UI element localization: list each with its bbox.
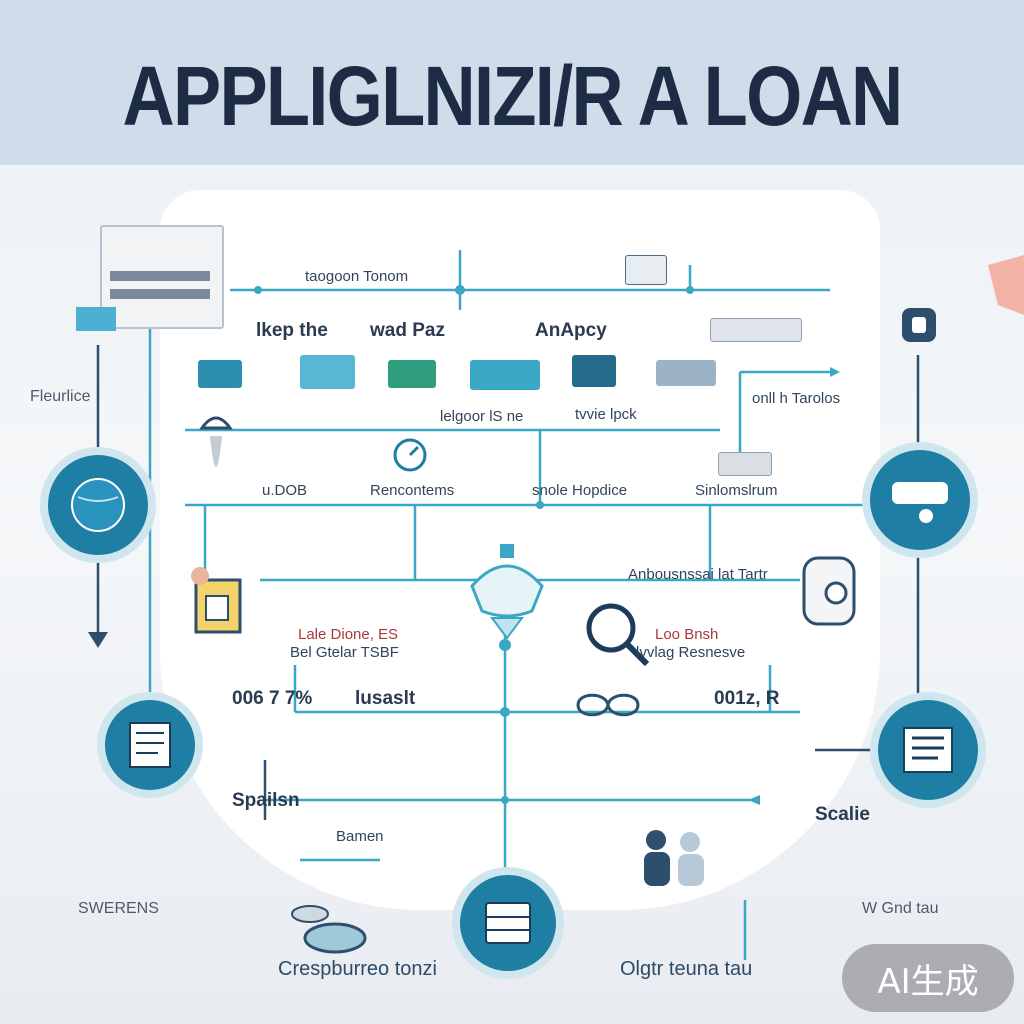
label-row-a: 006 7 7%	[232, 688, 313, 709]
chart-thumbnail	[470, 360, 540, 390]
connectors-dark	[96, 345, 920, 820]
label-row-b: lusaslt	[355, 688, 416, 709]
coral-shape	[988, 255, 1024, 315]
chart-thumbnail	[625, 255, 667, 285]
label-sp-a: Spailsn	[232, 790, 300, 811]
label-lower-b: Bel Gtelar TSBF	[290, 644, 399, 661]
label-bottom-right: Olgtr teuna tau	[620, 958, 753, 980]
label-mid-g: lelgoor lS ne	[440, 408, 524, 425]
label-mid-f: onll h Tarolos	[752, 390, 841, 407]
label-mid-h: tvvie lpck	[575, 406, 637, 423]
chart-thumbnail	[300, 355, 355, 389]
label-step-one: lkep the	[256, 320, 328, 341]
robot-icon	[802, 556, 856, 626]
form-icon	[903, 727, 953, 773]
connector-nodes	[254, 285, 694, 804]
infinity-icon	[576, 693, 640, 717]
label-left-side-top: Fleurlice	[30, 388, 91, 405]
header-band	[0, 0, 1024, 165]
label-mid-b: u.DOB	[262, 482, 308, 499]
arrow-head	[88, 632, 108, 648]
server-badge[interactable]	[460, 875, 556, 971]
label-scale: Scalie	[815, 804, 870, 825]
label-top-left: taogoon Tonom	[305, 268, 409, 285]
magnifier-icon	[586, 603, 650, 667]
document-icon	[129, 722, 171, 768]
chart-thumbnail	[388, 360, 436, 388]
phone-badge[interactable]	[902, 308, 936, 342]
chart-thumbnail	[572, 355, 616, 387]
person-icon	[191, 567, 242, 634]
label-mid-e: Sinlomslrum	[695, 482, 778, 499]
central-emblem	[470, 544, 544, 640]
diagram-panel	[160, 190, 880, 910]
gauge-icon	[393, 438, 427, 472]
card-badge[interactable]	[870, 450, 970, 550]
chart-thumbnail	[710, 318, 802, 342]
label-bottom-left: Crespburreo tonzi	[278, 958, 437, 980]
page-title: APPLIGLNIZI/R A LOAN	[122, 49, 904, 143]
arrow-head	[748, 795, 760, 805]
ai-generated-badge: AI生成	[842, 944, 1014, 1012]
phone-icon	[912, 317, 926, 333]
drone-icon	[291, 905, 367, 954]
label-mid-d: snole Hopdice	[532, 482, 628, 499]
globe-badge[interactable]	[48, 455, 148, 555]
chart-thumbnail	[718, 452, 772, 476]
globe-icon	[71, 478, 125, 532]
chart-thumbnail	[656, 360, 716, 386]
people-icon	[644, 830, 704, 886]
lamp-icon	[199, 416, 233, 467]
document-badge[interactable]	[105, 700, 195, 790]
server-icon	[485, 902, 531, 944]
label-step-two: wad Paz	[370, 320, 445, 341]
arrow-head	[830, 367, 840, 377]
label-lower-c: Loo Bnsh	[655, 626, 719, 643]
chart-thumbnail	[198, 360, 242, 388]
label-lower-d: lvvlag Resnesve	[636, 644, 746, 661]
label-left-side-bottom: SWERENS	[78, 900, 159, 917]
label-lower-a: Lale Dione, ES	[298, 626, 399, 643]
label-step-three: AnApcy	[535, 320, 607, 341]
building-icon	[76, 225, 224, 331]
label-mid-c: Rencontems	[370, 482, 455, 499]
label-lower-e: Anbousnssai lat Tartr	[628, 566, 768, 583]
form-badge[interactable]	[878, 700, 978, 800]
label-row-c: 001z, R	[714, 688, 780, 709]
label-sp-b: Bamen	[336, 828, 384, 845]
card-icon	[892, 482, 948, 523]
label-right-side-bottom: W Gnd tau	[862, 900, 939, 917]
